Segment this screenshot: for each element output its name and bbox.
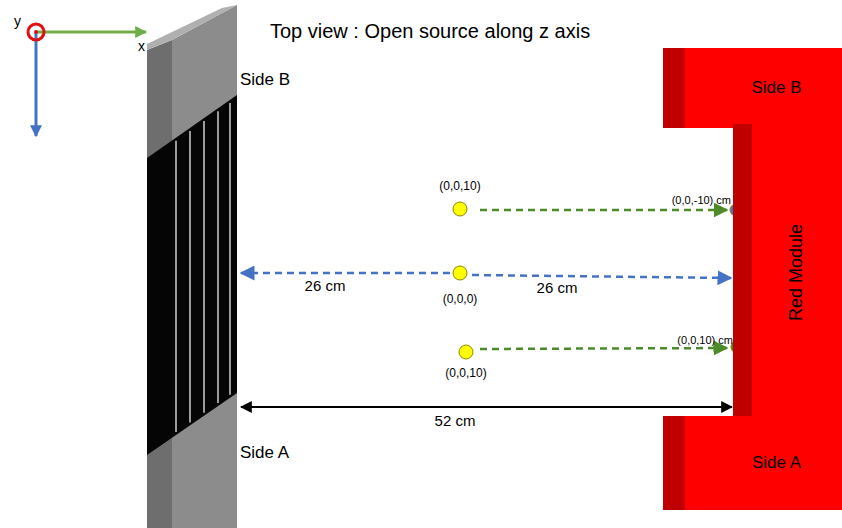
- side-label: Side B: [240, 71, 290, 90]
- bar-line: [189, 131, 190, 422]
- detector-bars: [147, 95, 237, 455]
- position-label: (0,0,-10) cm: [672, 194, 731, 206]
- z-axis: [35, 32, 38, 136]
- position-label: (0,0,0): [443, 293, 478, 306]
- detector-top: [147, 5, 237, 50]
- axis-label: y: [14, 14, 21, 29]
- module-label: Red Module: [787, 224, 808, 321]
- module-bar: Red Module: [733, 124, 842, 421]
- dimension-label: 52 cm: [435, 413, 476, 430]
- position-label: (0,0,10): [439, 180, 480, 193]
- dashed-arrow: [480, 209, 727, 212]
- bar-line: [229, 103, 230, 395]
- source-dot: [453, 202, 467, 216]
- side-panel: Side A: [663, 416, 842, 510]
- dashed-arrow: [480, 348, 727, 349]
- y-axis-circle: [28, 24, 44, 40]
- side-label: Side A: [240, 444, 289, 463]
- y-axis-dot: [34, 30, 38, 34]
- bar-line: [217, 111, 218, 403]
- dimension-label: 26 cm: [537, 280, 578, 297]
- position-label: (0,0,10): [445, 367, 486, 380]
- bar-lines: [176, 103, 230, 432]
- title: Top view : Open source along z axis: [270, 20, 590, 43]
- side-label: Side B: [751, 78, 801, 98]
- dashed-arrow: [241, 272, 450, 275]
- dimension-line: [241, 406, 732, 408]
- axis-label: x: [138, 39, 145, 54]
- side-panel: Side B: [663, 48, 842, 128]
- source-dot: [453, 266, 467, 280]
- dimension-label: 26 cm: [305, 278, 346, 295]
- bar-line: [175, 141, 176, 432]
- axes-icon: [28, 24, 146, 136]
- dashed-arrow: [472, 275, 731, 278]
- bar-line: [203, 121, 204, 413]
- x-axis: [36, 31, 146, 34]
- source-dot: [459, 345, 473, 359]
- position-label: (0,0,10) cm: [677, 334, 733, 346]
- detector: [147, 5, 237, 528]
- side-label: Side A: [752, 453, 801, 473]
